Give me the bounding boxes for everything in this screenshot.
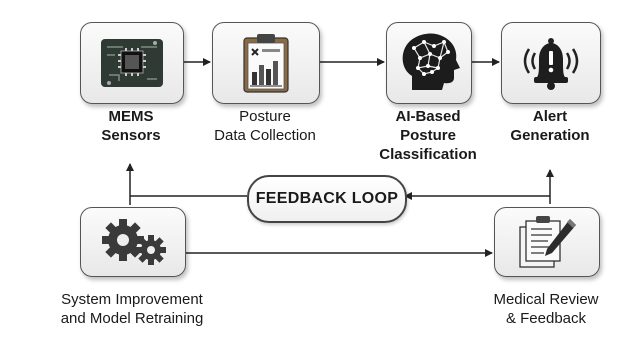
node-posture-data-collection [212,22,320,104]
label-posture-data-collection: Posture Data Collection [214,108,316,144]
feedback-loop-label: FEEDBACK LOOP [255,190,399,207]
alarm-bell-icon [523,38,579,90]
label-alert-generation: Alert Generation [510,108,590,144]
label-mems-sensors: MEMS Sensors [101,108,161,144]
feedback-loop-pill: FEEDBACK LOOP [247,175,407,223]
node-system-improvement [80,207,186,277]
microchip-icon [101,39,163,87]
gears-icon [102,219,166,265]
node-ai-posture-classification [386,22,472,104]
clipboard-chart-icon [243,34,289,93]
label-system-improvement: System Improvement and Model Retraining [60,291,204,327]
node-mems-sensors [80,22,184,104]
documents-pen-icon [519,216,576,268]
label-medical-review: Medical Review & Feedback [493,291,599,327]
brain-head-icon [402,33,460,90]
node-medical-review [494,207,600,277]
label-ai-posture-classification: AI-Based Posture Classification [379,108,477,163]
node-alert-generation [501,22,601,104]
